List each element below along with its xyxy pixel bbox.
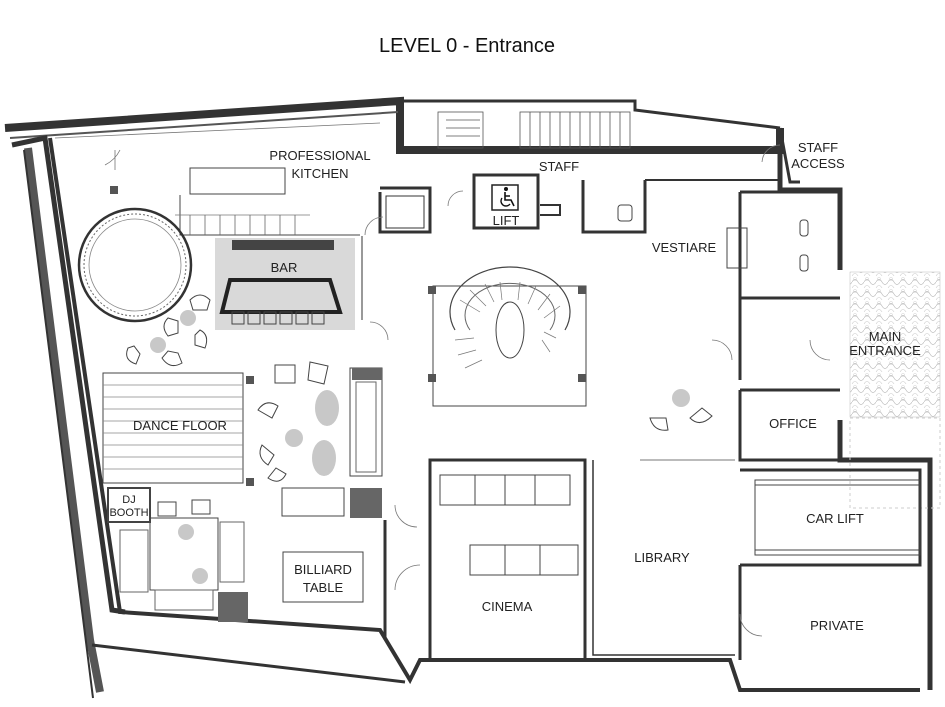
bar-area (215, 238, 355, 330)
dj-booth-box (107, 487, 151, 523)
label-private: PRIVATE (810, 618, 864, 633)
label-main-entrance-2: ENTRANCE (849, 343, 921, 358)
label-cinema: CINEMA (482, 599, 533, 614)
wheelchair-icon (491, 184, 519, 211)
billiard-area (119, 499, 364, 622)
label-dj-booth-1: DJ (122, 494, 135, 506)
label-kitchen-2: KITCHEN (291, 166, 348, 181)
label-lift: LIFT (493, 213, 520, 228)
label-bar: BAR (271, 260, 298, 275)
label-staff-access-1: STAFF (798, 140, 838, 155)
label-car-lift: CAR LIFT (806, 511, 864, 526)
label-office: OFFICE (769, 416, 817, 431)
lobby-seating (640, 389, 735, 461)
label-library: LIBRARY (634, 550, 690, 565)
kitchen-area (54, 122, 381, 236)
cinema-seating (439, 474, 579, 576)
vestiare-fixtures (617, 204, 809, 272)
outer-walls (4, 96, 933, 699)
entrance-paving (849, 271, 941, 418)
spiral-staircase (428, 266, 587, 407)
label-dj-booth-2: BOOTH (109, 507, 148, 519)
label-dance-floor: DANCE FLOOR (133, 418, 227, 433)
round-lounge (77, 207, 193, 323)
dance-floor (102, 372, 254, 486)
label-vestiare: VESTIARE (652, 240, 717, 255)
label-billiard-2: TABLE (303, 580, 344, 595)
bar-zone (215, 238, 355, 330)
label-staff: STAFF (539, 159, 579, 174)
label-billiard-1: BILLIARD (294, 562, 352, 577)
interior-walls (361, 173, 922, 662)
label-staff-access-2: ACCESS (791, 156, 845, 171)
label-kitchen-1: PROFESSIONAL (269, 148, 370, 163)
door-swings (364, 144, 831, 637)
label-main-entrance-1: MAIN (869, 329, 902, 344)
lounge-seating (126, 294, 211, 367)
plan-title: LEVEL 0 - Entrance (379, 35, 555, 57)
central-seating (257, 361, 383, 518)
room-labels: PROFESSIONAL KITCHEN STAFF STAFF ACCESS … (109, 140, 921, 633)
car-lift-platform (754, 479, 921, 556)
stairs-top (437, 111, 631, 149)
